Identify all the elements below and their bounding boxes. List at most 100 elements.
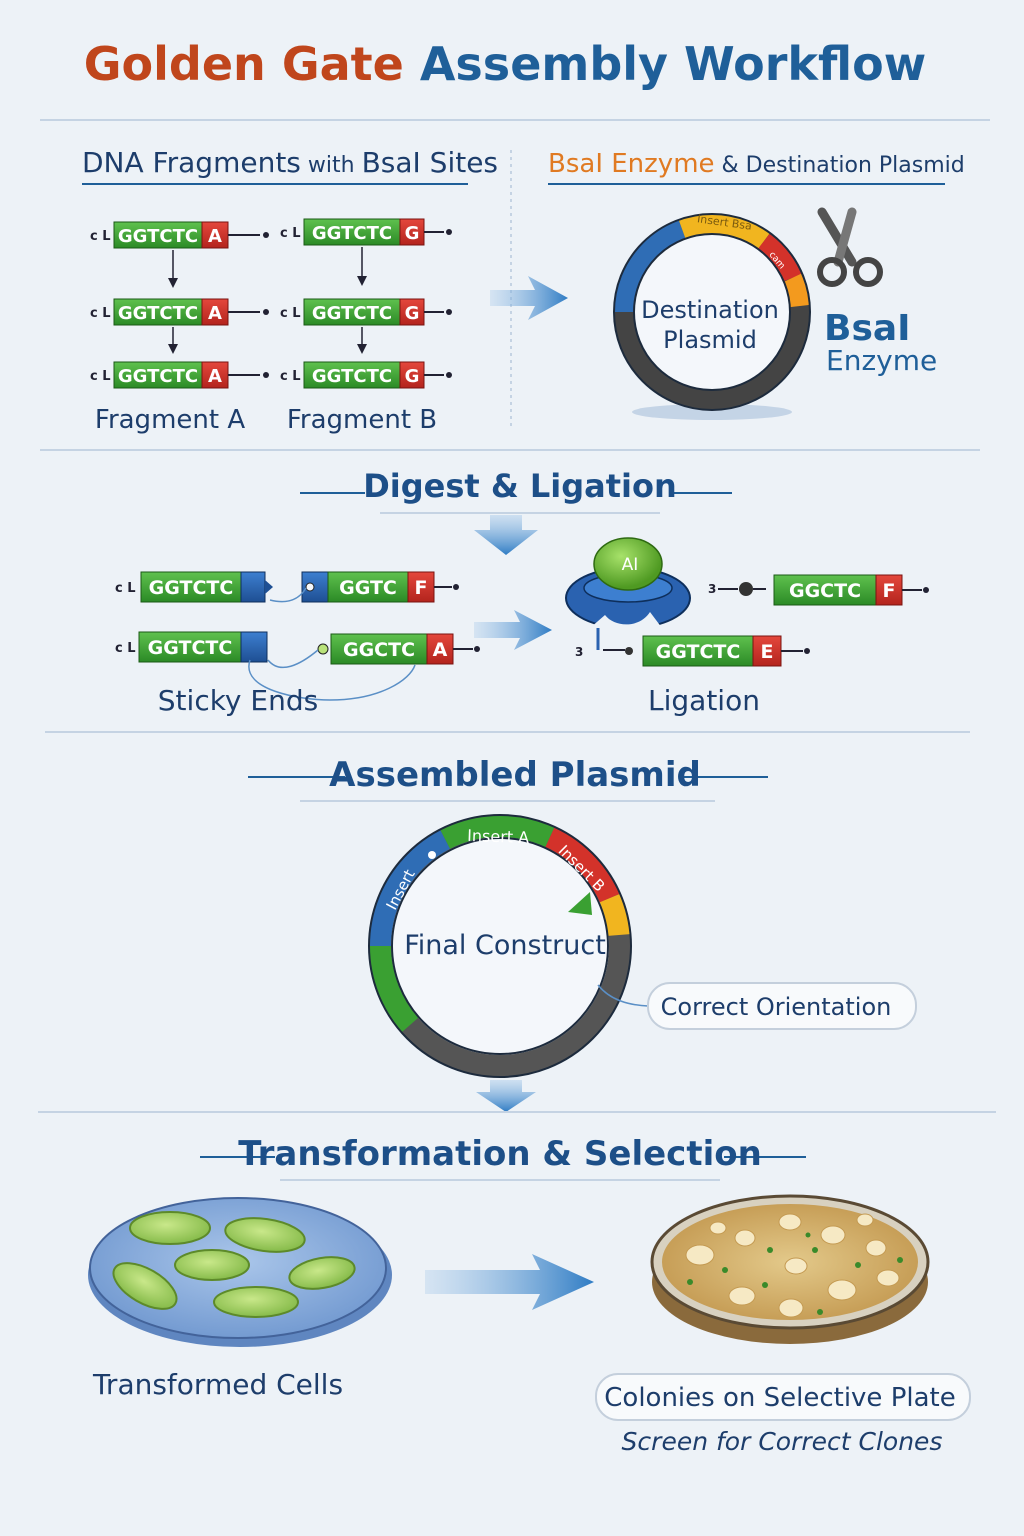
- sequence-box: [642, 635, 754, 667]
- destination-plasmid: Insert Bsa cam Destination Plasmid: [613, 212, 811, 420]
- speck: [855, 1262, 861, 1268]
- plasmid-insert-a-segment: [440, 814, 555, 849]
- arrow-down-icon: [476, 1080, 536, 1112]
- fragment-prefix: c L: [115, 641, 136, 656]
- strand-end-dot: [453, 584, 459, 590]
- fragment-b-label: Fragment B: [287, 405, 437, 435]
- sequence-text: GGTCTC: [149, 577, 234, 599]
- sequence-text: GGTCTC: [118, 226, 198, 247]
- step-arrowhead: [357, 344, 367, 354]
- orientation-marker: [568, 892, 592, 915]
- colony: [827, 1279, 857, 1301]
- strand-end-dot: [446, 229, 452, 235]
- bsai-site-box: [113, 221, 203, 249]
- final-construct-plasmid: Insert A Insert B Insert Final Construct: [368, 814, 632, 1078]
- correct-orientation-label: Correct Orientation: [661, 993, 892, 1021]
- speck: [817, 1309, 823, 1315]
- plasmid-outer-edge: [613, 213, 811, 411]
- bacterial-cell: [129, 1211, 211, 1245]
- overhang-text: F: [415, 577, 428, 599]
- plasmid-shadow: [632, 404, 792, 420]
- bacterial-cell: [224, 1217, 306, 1253]
- plasmid-blue-segment: [613, 219, 686, 313]
- sequence-box: [330, 633, 428, 665]
- speck: [762, 1282, 768, 1288]
- plasmid-insert-b-segment: [545, 826, 621, 903]
- plasmid-green-segment: [369, 945, 419, 1033]
- joint-dot: [739, 582, 753, 596]
- fragment-b-column: c L GGTCTC G c L GGTCTC G c L GGTCTC G: [280, 218, 452, 435]
- strand-end-dot: [474, 646, 480, 652]
- sticky-ends-label: Sticky Ends: [158, 684, 318, 717]
- strand-end-dot: [263, 232, 269, 238]
- bacterial-cell: [288, 1256, 356, 1290]
- overhang-box: [752, 635, 782, 667]
- heading-part: with: [301, 153, 362, 178]
- sequence-box: [327, 571, 409, 603]
- overhang-text: F: [883, 580, 896, 602]
- bsai-site-box: [303, 218, 401, 246]
- ligase-label: AI: [622, 555, 639, 575]
- sticky-end-notch: [265, 580, 273, 594]
- plasmid-insert-segment: [678, 213, 770, 250]
- overhang-box: [399, 298, 425, 326]
- overhang-text: G: [405, 366, 420, 387]
- cut-fragment-top-right: GGTC F: [301, 571, 459, 603]
- strand-end-dot: [446, 309, 452, 315]
- connector-line: [269, 587, 307, 603]
- overhang-box: [399, 218, 425, 246]
- overhang-box: [201, 361, 229, 389]
- speck: [767, 1247, 773, 1253]
- plasmid-inner-edge: [391, 837, 609, 1055]
- bsai-enzyme-label-line1: BsaI: [824, 308, 911, 349]
- overhang-text: A: [208, 303, 222, 324]
- end-dot: [305, 582, 315, 592]
- plasmid-orange-segment: [782, 273, 810, 308]
- title-part-assembly-workflow: Assembly Workflow: [404, 37, 926, 91]
- bacterial-cell: [213, 1286, 299, 1318]
- ligase-ball: [593, 537, 663, 591]
- plasmid-blue-segment: [368, 829, 451, 947]
- overhang-text: A: [433, 639, 448, 661]
- fragment-prefix: c L: [90, 369, 111, 384]
- colony: [778, 1298, 804, 1318]
- colony: [728, 1286, 756, 1306]
- colony: [820, 1225, 846, 1245]
- fragment-prefix: c L: [90, 306, 111, 321]
- end-dot: [317, 643, 329, 655]
- insert-a-label: Insert A: [467, 826, 530, 847]
- colonies-label-box: [595, 1373, 971, 1421]
- green-specks: [687, 1232, 903, 1315]
- plasmid-yellow-segment: [599, 893, 630, 937]
- plasmid-inner-edge: [633, 233, 791, 391]
- speck: [722, 1267, 728, 1273]
- strand-end-dot: [804, 648, 810, 654]
- sequence-text: GGTCTC: [312, 366, 392, 387]
- sequence-text: GGCTC: [343, 639, 415, 661]
- fragment-prefix: c L: [90, 229, 111, 244]
- sticky-end-block: [240, 631, 268, 663]
- sequence-text: GGCTC: [789, 580, 861, 602]
- dna-fragment-a2: c L GGTCTC A: [90, 298, 269, 326]
- transformed-cells-dish: [88, 1197, 392, 1347]
- sequence-text: GGTCTC: [118, 366, 198, 387]
- dna-fragments-heading: DNA Fragments with BsaI Sites: [82, 146, 498, 179]
- colony: [734, 1229, 756, 1247]
- bacterial-cell: [112, 1262, 178, 1310]
- dna-fragment-b2: c L GGTCTC G: [280, 298, 452, 326]
- strand-end-dot: [923, 587, 929, 593]
- heading-part: BsaI Enzyme: [548, 149, 715, 179]
- overhang-text: G: [405, 303, 420, 324]
- bsai-enzyme-heading: BsaI Enzyme & Destination Plasmid: [548, 149, 965, 179]
- ligase-icon: AI: [565, 537, 691, 650]
- step-arrowhead: [168, 344, 178, 354]
- destination-plasmid-label-line1: Destination: [641, 296, 779, 324]
- fragment-prefix: c L: [280, 306, 301, 321]
- sequence-text: GGTCTC: [312, 303, 392, 324]
- fragment-a-column: c L GGTCTC A c L GGTCTC A c L GGTCTC A: [90, 221, 269, 435]
- colony: [709, 1221, 727, 1235]
- prime-label: 3: [575, 645, 583, 659]
- sequence-box: [138, 631, 242, 663]
- colony: [685, 1244, 715, 1266]
